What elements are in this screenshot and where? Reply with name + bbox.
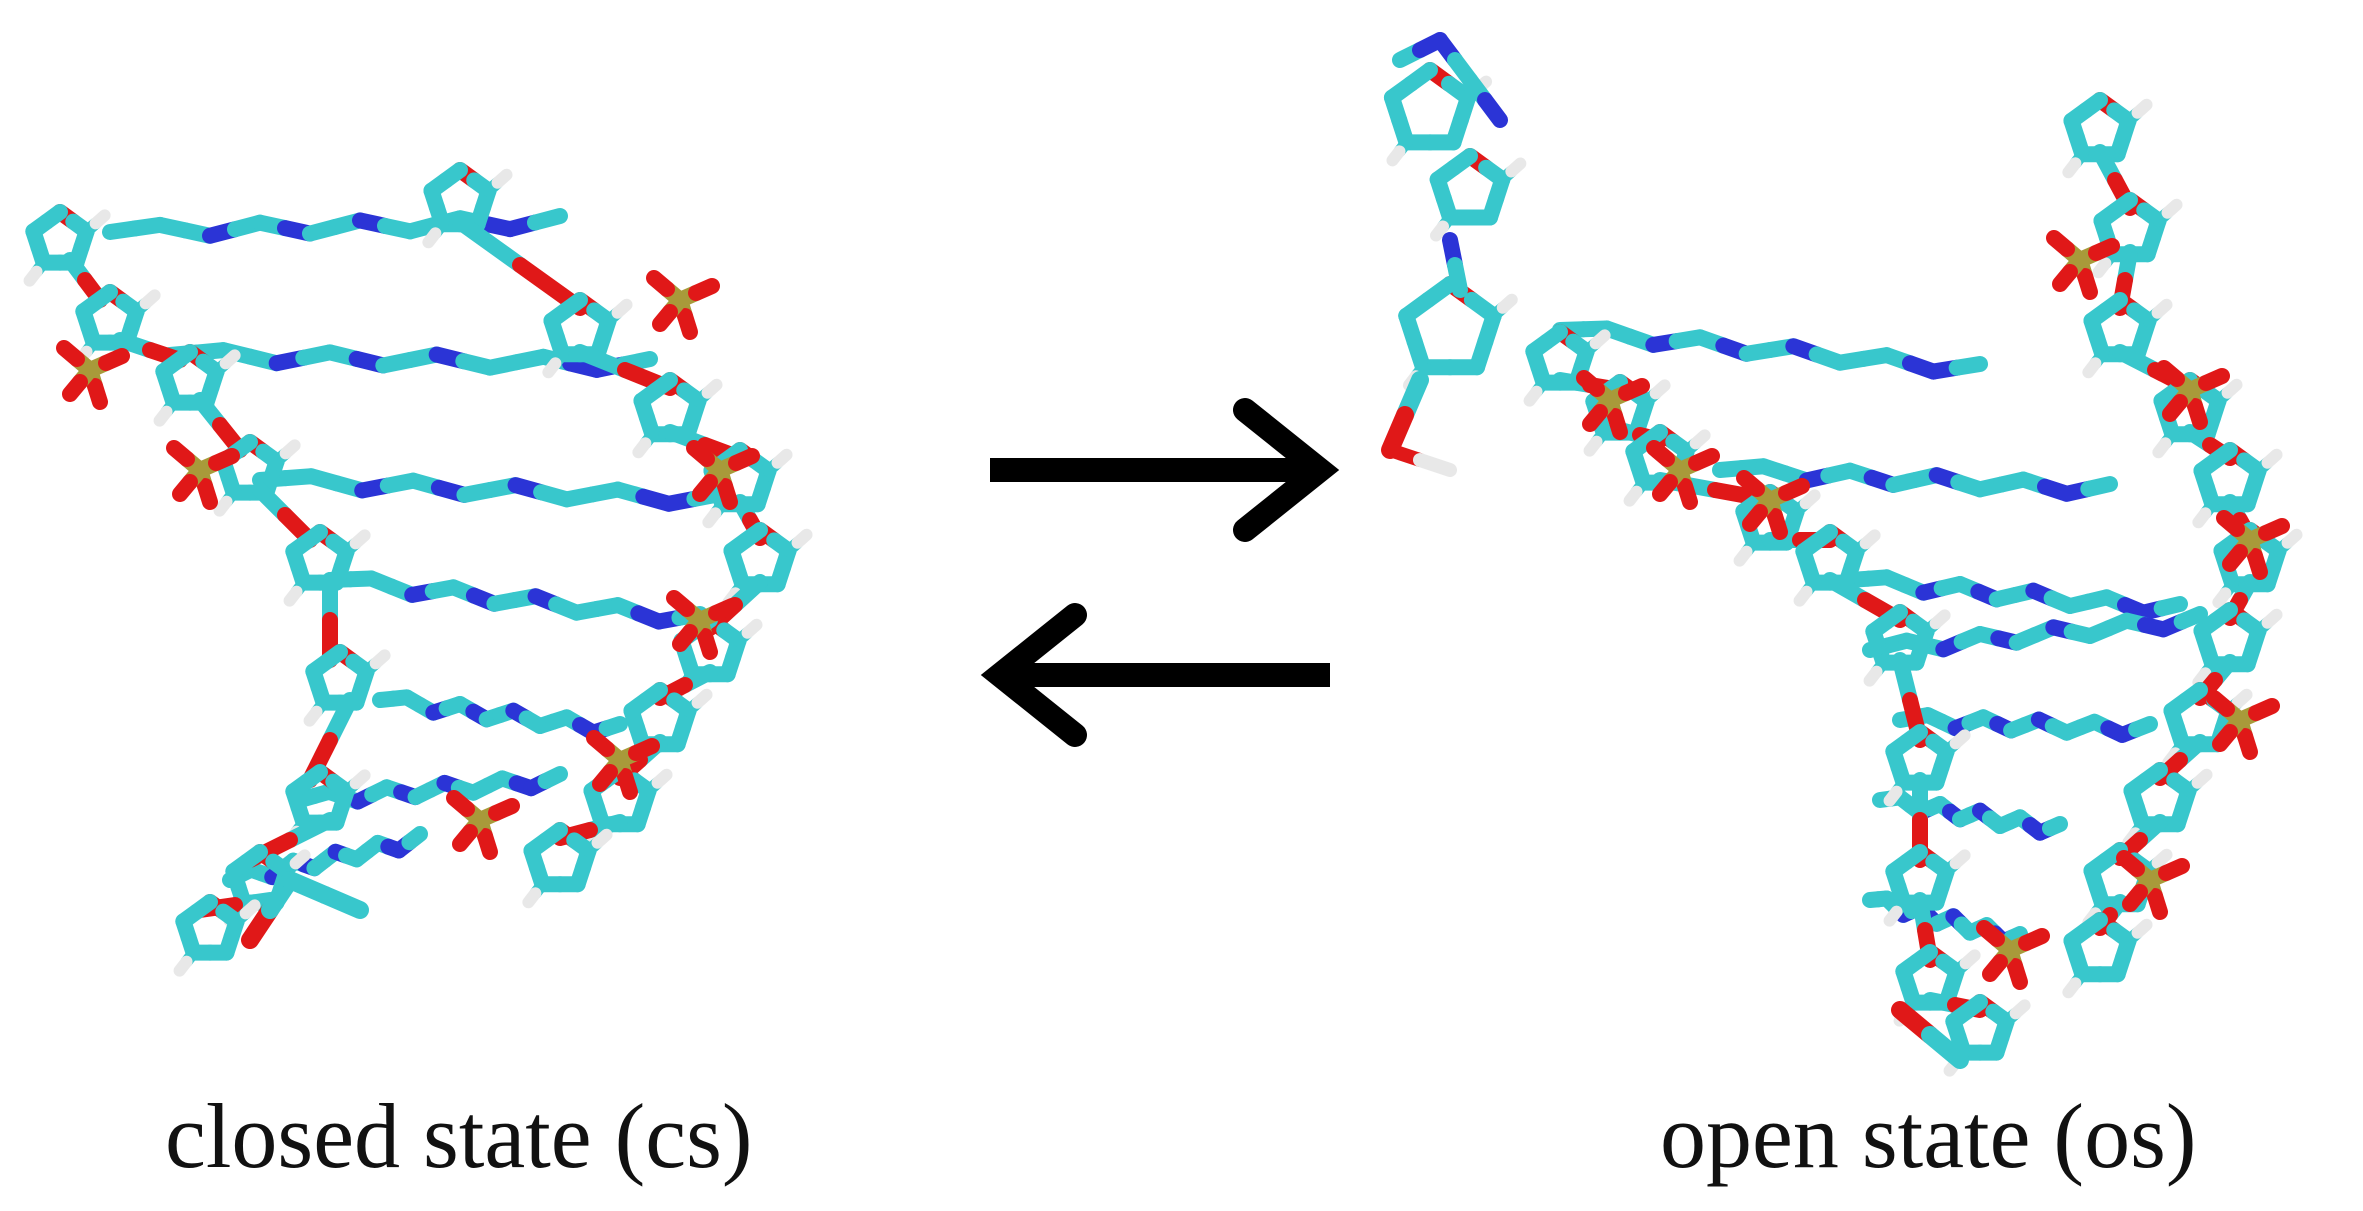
closed-state-molecule xyxy=(23,162,813,977)
reverse-arrow xyxy=(980,603,1330,747)
forward-arrow xyxy=(990,398,1340,542)
open-state-molecule xyxy=(1381,32,2303,1077)
closed-state-caption: closed state (cs) xyxy=(165,1085,753,1187)
open-state-caption: open state (os) xyxy=(1660,1085,2197,1187)
